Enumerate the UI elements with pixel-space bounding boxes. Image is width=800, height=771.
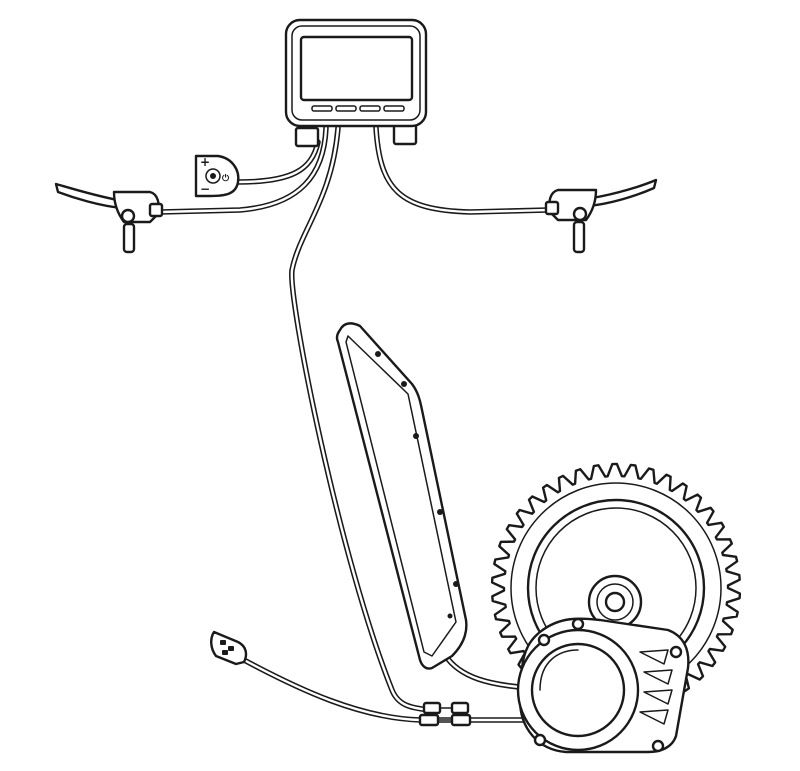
cable-connector-lower (418, 713, 472, 727)
right-lever-blade (586, 178, 658, 208)
speed-sensor (210, 630, 248, 666)
cable-sensor-to-motor (241, 657, 531, 723)
power-button (205, 168, 221, 184)
cable-connector-upper (422, 701, 470, 715)
display-screen (299, 35, 414, 102)
cable-display-to-motor (289, 125, 433, 713)
cable-display-to-right-brake (373, 125, 551, 215)
handlebar-remote: + − ⏻ (194, 154, 240, 198)
power-symbol-label: ⏻ (222, 173, 230, 184)
motor-cover-inner (530, 642, 626, 738)
right-brake-lever (544, 178, 658, 254)
left-lever-clamp (122, 222, 136, 254)
battery-mount-bolts (375, 351, 459, 619)
frame-battery (335, 322, 468, 670)
plus-button-label: + (200, 155, 210, 169)
display-unit (284, 18, 428, 148)
left-brake-lever (54, 182, 164, 254)
crank-spindle (587, 574, 643, 630)
left-lever-blade (54, 182, 124, 210)
motor-mount-bolts (533, 617, 683, 753)
mid-drive-motor (516, 617, 690, 754)
minus-button-label: − (200, 182, 210, 196)
display-mount-left (294, 126, 320, 148)
cable-display-to-left-brake (157, 125, 329, 215)
motor-cooling-fins (639, 649, 673, 725)
right-lever-clamp (572, 220, 586, 254)
display-buttons (311, 105, 405, 112)
cable-display-to-remote (235, 139, 321, 185)
